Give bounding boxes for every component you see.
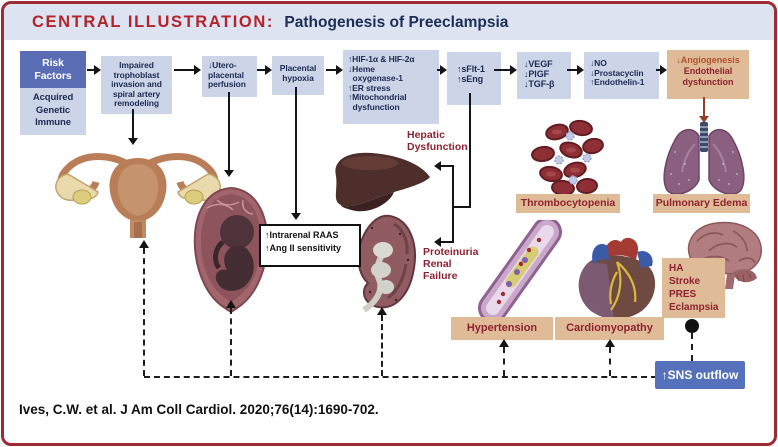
line-sflt-connector bbox=[452, 206, 471, 208]
arrow-to-kidney bbox=[434, 237, 454, 247]
hypertension-label: Hypertension bbox=[451, 317, 553, 340]
endothelial-dysfunction-line: Endothelial dysfunction bbox=[682, 65, 734, 87]
blood-cells-illustration bbox=[531, 119, 604, 197]
blood-vessel-illustration bbox=[478, 220, 562, 320]
risk-factors-box: Risk Factors Acquired Genetic Immune bbox=[20, 51, 86, 135]
arrow-vegf-to-no bbox=[567, 65, 584, 75]
raas-box: ↑Intrarenal RAAS ↑Ang II sensitivity bbox=[259, 224, 361, 267]
box-hif: ↑HIF-1α & HIF-2α ↓Heme oxygenase-1 ↑ER s… bbox=[343, 50, 439, 124]
arrow-hypoxia-to-raas-box bbox=[291, 87, 301, 220]
arrow-angiogenesis-to-lungs bbox=[699, 97, 709, 123]
heart-illustration bbox=[578, 237, 656, 319]
risk-factors-body: Acquired Genetic Immune bbox=[32, 92, 74, 128]
citation: Ives, C.W. et al. J Am Coll Cardiol. 202… bbox=[19, 402, 379, 417]
dashed-arrow-to-hypertension bbox=[499, 339, 509, 376]
angiogenesis-line: ↓Angiogenesis bbox=[676, 55, 740, 65]
figure-title: CENTRAL ILLUSTRATION: Pathogenesis of Pr… bbox=[32, 4, 508, 40]
arrow-risk-to-trophoblast bbox=[87, 65, 101, 75]
hepatic-dysfunction-label: Hepatic Dysfunction bbox=[407, 129, 468, 154]
sns-outflow-box: ↑SNS outflow bbox=[655, 361, 745, 389]
arrow-hypoxia-to-hif bbox=[326, 65, 343, 75]
dashed-arrow-to-uterus bbox=[139, 240, 149, 376]
lungs-illustration bbox=[663, 122, 745, 195]
arrow-trophoblast-to-uterus bbox=[128, 109, 138, 145]
brain-outcomes-label: HA Stroke PRES Eclampsia bbox=[662, 258, 725, 318]
arrow-to-liver bbox=[434, 161, 454, 171]
header-band: CENTRAL ILLUSTRATION: Pathogenesis of Pr… bbox=[4, 4, 774, 40]
arrow-trophoblast-to-perfusion bbox=[174, 65, 201, 75]
dashed-feedback-line bbox=[144, 376, 657, 378]
arrow-hif-to-sflt bbox=[437, 65, 447, 75]
box-trophoblast: Impaired trophoblast invasion and spiral… bbox=[101, 56, 172, 114]
arrow-no-to-angiogenesis bbox=[656, 65, 667, 75]
risk-factors-title: Risk Factors bbox=[20, 51, 86, 89]
box-no: ↓NO ↓Prostacyclin ↑Endothelin-1 bbox=[584, 52, 659, 99]
connector-dot bbox=[685, 319, 699, 333]
cardiomyopathy-label: Cardiomyopathy bbox=[555, 317, 664, 340]
dashed-arrow-to-placenta bbox=[226, 300, 236, 376]
kidney-illustration bbox=[357, 214, 416, 313]
arrow-perfusion-to-hypoxia bbox=[257, 65, 272, 75]
liver-illustration bbox=[335, 152, 430, 212]
box-perfusion: ↓Utero- placental perfusion bbox=[202, 56, 257, 97]
title-text: Pathogenesis of Preeclampsia bbox=[284, 14, 509, 31]
box-vegf: ↓VEGF ↓PlGF ↓TGF-β bbox=[517, 52, 571, 99]
box-sflt: ↑sFlt-1 ↑sEng bbox=[447, 52, 501, 105]
box-hypoxia: Placental hypoxia bbox=[272, 56, 324, 95]
uterus-illustration bbox=[55, 153, 221, 238]
thrombocytopenia-label: Thrombocytopenia bbox=[516, 194, 620, 213]
arrow-perfusion-to-placenta bbox=[224, 92, 234, 177]
pulmonary-edema-label: Pulmonary Edema bbox=[653, 194, 750, 213]
line-sflt-bracket bbox=[452, 166, 454, 243]
dashed-arrow-to-cardiomyopathy bbox=[605, 339, 615, 376]
dashed-arrow-to-kidney bbox=[377, 307, 387, 376]
title-label: CENTRAL ILLUSTRATION: bbox=[32, 13, 274, 31]
arrow-sflt-to-vegf bbox=[494, 65, 517, 75]
box-angiogenesis: ↓Angiogenesis Endothelial dysfunction bbox=[667, 50, 749, 99]
dashed-line-brain-to-sns bbox=[691, 333, 693, 361]
line-sflt-drop bbox=[469, 93, 471, 207]
proteinuria-renal-failure-label: Proteinuria Renal Failure bbox=[423, 246, 479, 283]
